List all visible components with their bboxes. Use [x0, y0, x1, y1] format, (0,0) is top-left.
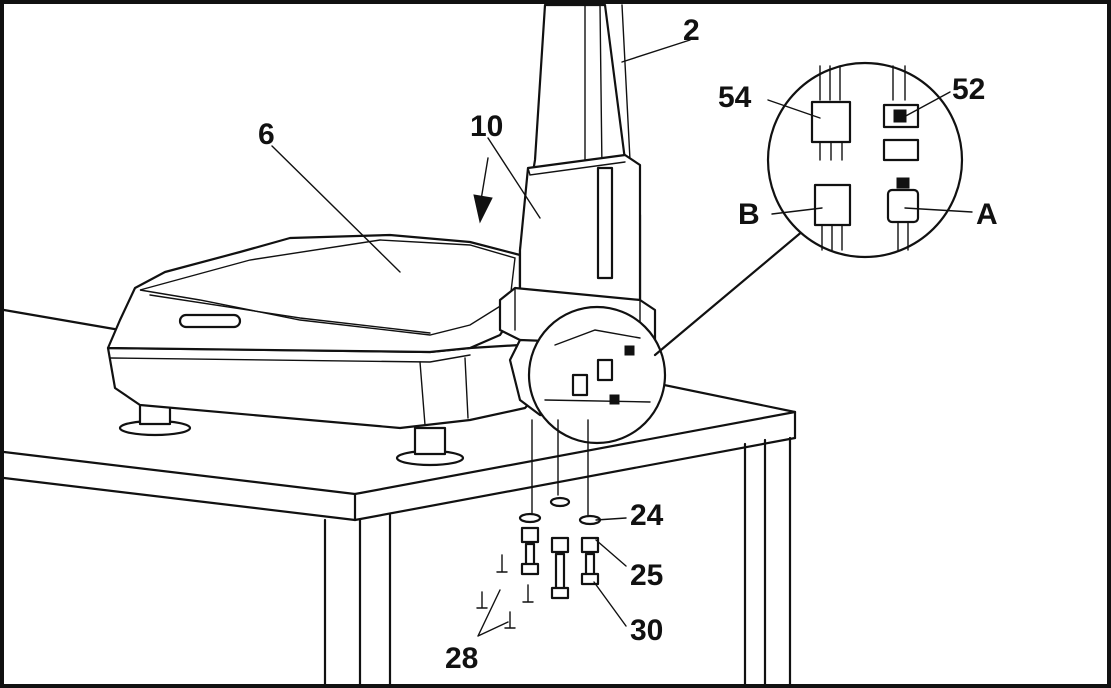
callout-a: A [976, 198, 998, 231]
connector-a-cables [897, 221, 909, 251]
foot-front-post [413, 426, 447, 456]
callout-25: 25 [630, 559, 663, 592]
detail-circle-large [766, 61, 964, 259]
connector-54 [810, 100, 852, 144]
bolt-middle-head [550, 586, 570, 600]
leader-24 [595, 517, 627, 521]
spacer-left [520, 526, 540, 544]
connector-54-cables [819, 65, 841, 101]
bolt-right-shank [584, 552, 596, 578]
screw-4 [504, 611, 516, 629]
platform-front-lines [419, 357, 469, 426]
callout-10: 10 [470, 110, 503, 143]
bolt-left-head [520, 562, 540, 576]
fasteners [476, 419, 602, 629]
table [2, 308, 797, 688]
detail-circle-small [527, 305, 667, 445]
table-back-edge-left [2, 308, 122, 332]
bolt-left-shank [524, 542, 536, 568]
callout-28: 28 [445, 642, 478, 675]
mount-collar [518, 153, 642, 302]
connector-b [813, 183, 852, 227]
leader-30 [593, 581, 627, 627]
platform-seam [109, 354, 471, 363]
screw-1 [496, 554, 508, 573]
leader-2 [621, 39, 691, 63]
detail-leader-line [653, 223, 812, 357]
connector-a-latch [896, 177, 910, 189]
mount-slot [596, 166, 614, 280]
spacer-right [580, 536, 600, 554]
bolt-middle-shank [554, 552, 566, 592]
leader-b [771, 207, 823, 215]
bolt-right-head [580, 572, 600, 586]
callout-2: 2 [683, 14, 700, 47]
fastener-guide-lines [531, 419, 589, 516]
leader-6 [271, 145, 401, 273]
column-ribs [584, 4, 631, 171]
leader-54 [767, 99, 821, 119]
table-right-leg [743, 436, 792, 688]
platform-top-edge [149, 294, 431, 334]
table-front-leg [323, 513, 392, 688]
small-connector-left [571, 373, 589, 397]
spacer-middle [550, 536, 570, 554]
callouts: 2 10 6 54 52 B A 24 25 30 28 [258, 14, 998, 675]
small-screws [476, 554, 534, 629]
leader-52 [901, 91, 951, 119]
small-marker-bottom [609, 394, 620, 405]
connector-52-plug [882, 138, 920, 162]
small-connector-right [596, 358, 614, 382]
washer-left [518, 512, 542, 524]
connector-54-pins [819, 141, 843, 161]
callout-6: 6 [258, 118, 275, 151]
detail-circle-large-outline [766, 61, 964, 259]
platform-handle [178, 313, 242, 329]
leader-lines [271, 39, 973, 637]
scale-platform [106, 233, 562, 467]
connector-52-cables [892, 65, 906, 101]
down-arrow-shaft [480, 157, 489, 201]
callout-52: 52 [952, 73, 985, 106]
callout-54: 54 [718, 81, 752, 114]
washer-middle [549, 496, 571, 508]
small-circle-plate [544, 399, 651, 403]
leader-a [904, 207, 973, 213]
leader-25 [595, 539, 627, 567]
small-marker-top [624, 345, 635, 356]
leader-10 [487, 137, 541, 219]
callout-24: 24 [630, 499, 664, 532]
leader-28 [477, 589, 509, 637]
connector-b-cables [821, 224, 843, 251]
table-back-edge-right [638, 378, 797, 414]
screw-2 [522, 584, 534, 603]
callout-30: 30 [630, 614, 663, 647]
small-circle-cable [554, 329, 641, 346]
down-arrow [473, 157, 493, 224]
down-arrow-head [473, 194, 493, 224]
connector-52-latch [893, 109, 907, 123]
mount-collar-top [527, 161, 626, 176]
callout-b: B [738, 198, 760, 231]
screw-3 [476, 591, 488, 609]
connector-a [886, 188, 920, 224]
